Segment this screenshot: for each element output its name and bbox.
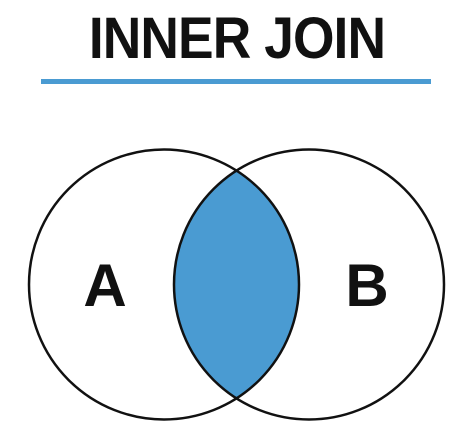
set-b-label: B [345,252,388,319]
title-underline [41,79,431,84]
set-a-label: A [83,252,126,319]
set-a-circle [27,148,301,421]
intersection-region [173,170,300,399]
page-title: INNER JOIN [88,6,386,71]
set-b-circle [172,148,446,421]
